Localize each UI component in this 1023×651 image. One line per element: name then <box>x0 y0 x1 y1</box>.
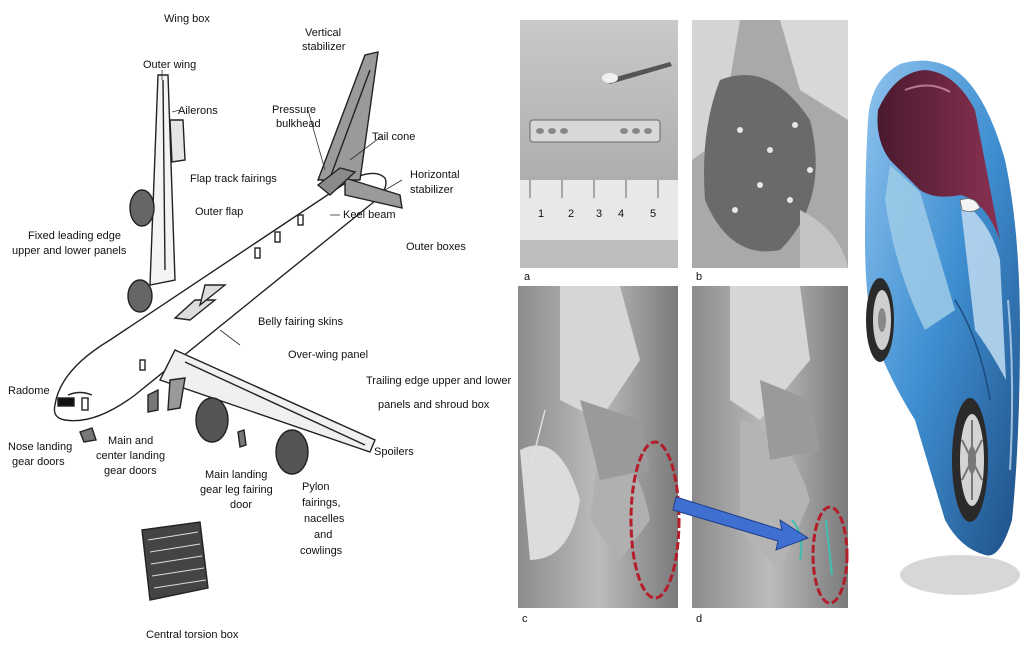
ruler-tick-3: 3 <box>596 208 602 220</box>
label-main-center-1: Main and <box>108 435 153 447</box>
label-spoilers: Spoilers <box>374 446 414 458</box>
label-outer-flap: Outer flap <box>195 206 243 218</box>
label-pylon-4: and <box>314 529 332 541</box>
far-engine-2 <box>128 280 152 312</box>
label-pylon-2: fairings, <box>302 497 341 509</box>
ruler-tick-1: 1 <box>538 208 544 220</box>
ruler-tick-5: 5 <box>650 208 656 220</box>
central-torsion-box <box>142 522 208 600</box>
aircraft-labels: Wing box Outer wing Ailerons Vertical st… <box>8 13 511 641</box>
aircraft-diagram <box>54 52 402 600</box>
near-engine-1 <box>196 398 228 442</box>
label-main-landing-2: gear leg fairing <box>200 484 273 496</box>
label-vertical-stabilizer-2: stabilizer <box>302 41 346 53</box>
label-ailerons: Ailerons <box>178 105 218 117</box>
label-keel-beam: Keel beam <box>343 209 396 221</box>
label-flap-track-fairings: Flap track fairings <box>190 173 277 185</box>
panel-a-implant-ruler: 1 2 3 4 5 a <box>520 20 678 283</box>
label-pylon-1: Pylon <box>302 481 330 493</box>
radome-tip <box>58 398 74 406</box>
label-nose-landing-1: Nose landing <box>8 441 72 453</box>
label-pressure-bulkhead-1: Pressure <box>272 104 316 116</box>
label-fixed-leading-edge-2: upper and lower panels <box>12 245 127 257</box>
panel-a-letter: a <box>524 271 531 283</box>
car-rear-wheel <box>952 398 988 522</box>
label-wing-box: Wing box <box>164 13 210 25</box>
label-over-wing-panel: Over-wing panel <box>288 349 368 361</box>
near-engine-2 <box>276 430 308 474</box>
far-engine-1 <box>130 190 154 226</box>
label-radome: Radome <box>8 385 50 397</box>
car-front-wheel <box>866 278 894 362</box>
panel-b-surgical-field: b <box>692 20 848 283</box>
label-main-landing-1: Main landing <box>205 469 267 481</box>
label-outer-boxes: Outer boxes <box>406 241 466 253</box>
label-main-center-2: center landing <box>96 450 165 462</box>
car-illustration <box>865 61 1020 595</box>
label-pressure-bulkhead-2: bulkhead <box>276 118 321 130</box>
label-main-center-3: gear doors <box>104 465 157 477</box>
label-main-landing-3: door <box>230 499 252 511</box>
outer-wing <box>150 75 175 285</box>
panel-b-letter: b <box>696 271 702 283</box>
label-horizontal-stabilizer-1: Horizontal <box>410 169 460 181</box>
label-pylon-5: cowlings <box>300 545 343 557</box>
ruler-tick-4: 4 <box>618 208 624 220</box>
specimen-photos: 1 2 3 4 5 a b <box>518 20 848 625</box>
panel-c-xray: c <box>518 286 679 625</box>
panel-d-letter: d <box>696 613 702 625</box>
label-trailing-edge-1: Trailing edge upper and lower <box>366 375 511 387</box>
label-horizontal-stabilizer-2: stabilizer <box>410 184 454 196</box>
label-pylon-3: nacelles <box>304 513 345 525</box>
label-fixed-leading-edge-1: Fixed leading edge <box>28 230 121 242</box>
label-tail-cone: Tail cone <box>372 131 415 143</box>
label-trailing-edge-2: panels and shroud box <box>378 399 490 411</box>
label-vertical-stabilizer-1: Vertical <box>305 27 341 39</box>
label-belly-fairing-skins: Belly fairing skins <box>258 316 343 328</box>
panel-d-xray: d <box>692 286 848 625</box>
label-outer-wing: Outer wing <box>143 59 196 71</box>
label-central-torsion-box: Central torsion box <box>146 629 239 641</box>
panel-c-letter: c <box>522 613 528 625</box>
label-nose-landing-2: gear doors <box>12 456 65 468</box>
ruler-tick-2: 2 <box>568 208 574 220</box>
